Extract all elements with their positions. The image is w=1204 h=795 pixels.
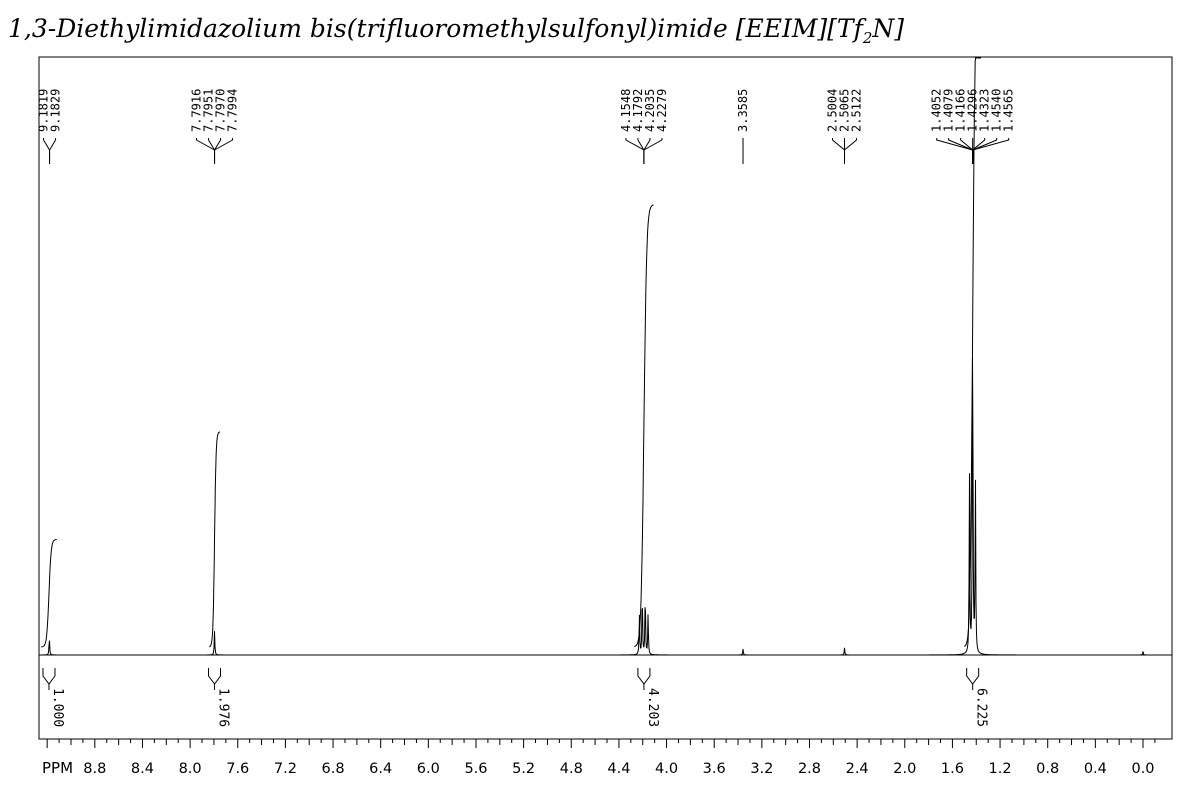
peak-label: 2.5004: [826, 89, 840, 132]
integral-marker: [42, 668, 56, 690]
x-tick-label: 5.2: [512, 761, 535, 777]
x-tick-label: 4.0: [655, 761, 678, 777]
x-tick-label: 6.8: [322, 761, 345, 777]
peak-label: 1.4166: [954, 89, 968, 132]
integral-curve: [208, 431, 221, 648]
peak-label: 1.4296: [966, 89, 980, 132]
spectrum-line: [40, 357, 1170, 656]
x-tick-label: 0.8: [1036, 761, 1059, 777]
integral-labels: 1.000 1.976 4.203 6.225: [42, 668, 989, 727]
integral-marker: [637, 668, 651, 690]
x-axis-label: PPM: [42, 759, 73, 777]
x-tick-label: 4.8: [560, 761, 583, 777]
x-tick-label: 3.6: [703, 761, 726, 777]
peak-label: 1.4540: [990, 89, 1004, 132]
x-tick-label: 0.4: [1084, 761, 1107, 777]
x-tick-label: 6.0: [417, 761, 440, 777]
peak-label: 7.7970: [214, 89, 228, 132]
x-tick-label: 2.8: [798, 761, 821, 777]
x-tick-label: 3.2: [750, 761, 773, 777]
spectrum-trace: [40, 357, 1170, 656]
peak-label-group: 3.3585: [736, 89, 750, 164]
peak-label-group: 1.40521.40791.41661.42961.43231.45401.45…: [930, 89, 1016, 164]
x-tick-label: 5.6: [464, 761, 487, 777]
peak-label: 4.1792: [631, 89, 645, 132]
integral-value: 6.225: [974, 688, 989, 727]
title-subscript: 2: [862, 29, 873, 47]
x-tick-label: 8.4: [131, 761, 154, 777]
peak-label: 7.7951: [202, 89, 216, 132]
x-tick-label: 6.4: [369, 761, 392, 777]
peak-label: 2.5065: [838, 89, 852, 132]
x-tick-label: 7.2: [274, 761, 297, 777]
x-tick-label: 0.0: [1131, 761, 1154, 777]
x-tick-label: 1.2: [989, 761, 1012, 777]
integral-marker: [208, 668, 222, 690]
peak-label: 4.1548: [619, 89, 633, 132]
x-tick-label: 2.4: [846, 761, 869, 777]
plot-frame: [38, 56, 1173, 740]
x-axis: 8.8 8.4 8.0 7.6 7.2 6.8 6.4 6.0 5.6 5.2 4.8 4.4 4.0 3…: [46, 739, 1156, 777]
peak-label: 4.2279: [655, 89, 669, 132]
x-tick-label: 8.8: [83, 761, 106, 777]
integral-curve: [634, 204, 654, 648]
peak-label: 1.4079: [942, 89, 956, 132]
peak-label: 1.4052: [930, 89, 944, 132]
integral-curve: [964, 57, 981, 647]
integral-value: 4.203: [645, 688, 660, 727]
x-tick-label: 1.6: [941, 761, 964, 777]
integral-value: 1.976: [216, 688, 231, 727]
peak-label: 9.1819: [37, 89, 51, 132]
integral-curve: [41, 539, 57, 648]
peak-label: 4.2035: [643, 89, 657, 132]
x-tick-label: 8.0: [179, 761, 202, 777]
spectrum-title: 1,3-Diethylimidazolium bis(trifluorometh…: [8, 14, 904, 53]
integral-curves: [41, 57, 981, 648]
x-tick-label: 2.0: [893, 761, 916, 777]
title-suffix: N]: [872, 14, 905, 43]
peak-label: 7.7994: [226, 89, 240, 132]
peak-label: 9.1829: [49, 89, 63, 132]
peak-label: 2.5122: [850, 89, 864, 132]
x-tick-label: 4.4: [607, 761, 630, 777]
peak-label: 1.4565: [1002, 89, 1016, 132]
peak-label: 1.4323: [978, 89, 992, 132]
integral-marker: [966, 668, 980, 690]
x-tick-label: 7.6: [226, 761, 249, 777]
title-prefix: 1,3-Diethylimidazolium bis(trifluorometh…: [8, 14, 863, 43]
peak-label: 7.7916: [190, 89, 204, 132]
peak-label: 3.3585: [736, 89, 750, 132]
integral-value: 1.000: [50, 688, 65, 727]
